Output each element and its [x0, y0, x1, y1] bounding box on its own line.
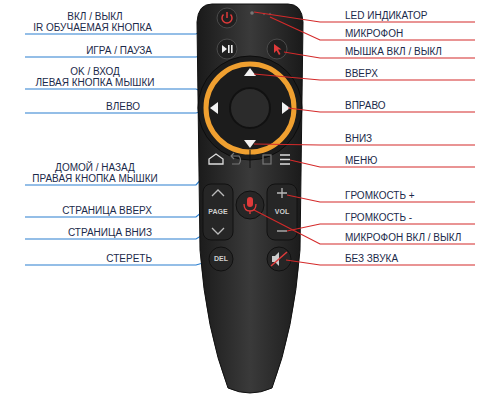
- callout-label: МИКРОФОН ВКЛ / ВЫКЛ: [345, 232, 461, 243]
- callout-label: ГРОМКОСТЬ -: [345, 212, 412, 223]
- callout-label: ПРАВАЯ КНОПКА МЫШКИ: [32, 173, 158, 184]
- callout-label: LED ИНДИКАТОР: [345, 10, 427, 21]
- button-print: VOL: [275, 208, 289, 216]
- callout-label: ВВЕРХ: [345, 68, 378, 79]
- callout-label: ГРОМКОСТЬ +: [345, 190, 415, 201]
- callout-label: МИКРОФОН: [345, 28, 403, 39]
- callout-label: СТРАНИЦА ВВЕРХ: [62, 205, 152, 216]
- callout-label: ДОМОЙ / НАЗАД: [55, 162, 135, 173]
- button-print: DEL: [214, 255, 228, 263]
- callout-label: IR ОБУЧАЕМАЯ КНОПКА: [33, 22, 152, 33]
- callout-label: ВНИЗ: [345, 133, 372, 144]
- remote-body: [197, 4, 303, 393]
- callout-label: ИГРА / ПАУЗА: [86, 45, 152, 56]
- callout-label: МЕНЮ: [345, 155, 377, 166]
- callout-label: ВЛЕВО: [106, 101, 140, 112]
- callout-label: БЕЗ ЗВУКА: [345, 253, 398, 264]
- callout-label: ВКЛ / ВЫКЛ: [67, 11, 122, 22]
- callout-label: СТЕРЕТЬ: [106, 253, 152, 264]
- button-print: PAGE: [208, 208, 227, 216]
- callout-label: СТРАНИЦА ВНИЗ: [68, 227, 152, 238]
- callout-label: ВПРАВО: [345, 100, 386, 111]
- callout-label: OK / ВХОД: [70, 66, 120, 77]
- leader-lines-right: [254, 12, 475, 265]
- callout-label: ЛЕВАЯ КНОПКА МЫШКИ: [36, 77, 155, 88]
- callout-label: МЫШКА ВКЛ / ВЫКЛ: [345, 46, 442, 57]
